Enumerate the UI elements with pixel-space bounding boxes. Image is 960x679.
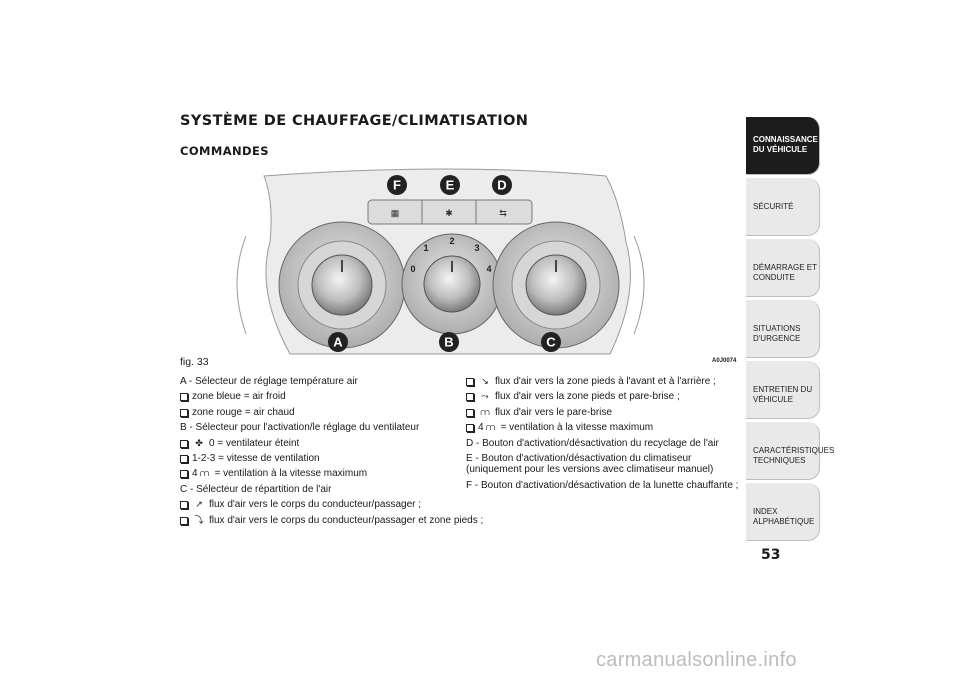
airflow-body-icon: ↗ (195, 499, 203, 510)
callout-e: E (440, 175, 460, 195)
defrost-max-icon: ⩋ (486, 422, 496, 433)
airflow-body-feet-icon: ⤵ (194, 514, 204, 525)
checkbox-bullet-icon (180, 501, 188, 510)
list-item: zone rouge = air chaud (180, 405, 465, 420)
list-item: zone bleue = air froid (180, 389, 465, 404)
fan-speed-label: 0 (410, 264, 415, 274)
checkbox-bullet-icon (180, 393, 188, 402)
heading-b: B - Sélecteur pour l'activation/le régla… (180, 422, 420, 434)
callout-c: C (541, 332, 561, 352)
climate-control-figure: ▦ ✱ ⇆ 0 1 2 3 4 F E D A B C (236, 168, 645, 355)
figure-code: A0J0074 (712, 358, 737, 364)
svg-text:▦: ▦ (391, 208, 400, 218)
tab-securite[interactable]: SÉCURITÉ (746, 178, 820, 236)
fan-speed-label: 1 (423, 243, 428, 253)
right-column: ↘flux d'air vers la zone pieds à l'avant… (466, 374, 738, 493)
callout-f: F (387, 175, 407, 195)
list-item: ✤0 = ventilateur éteint (180, 436, 465, 451)
callout-b: B (439, 332, 459, 352)
fan-icon: ✤ (195, 437, 203, 448)
fan-speed-label: 2 (449, 236, 454, 246)
fan-speed-label: 4 (486, 264, 491, 274)
svg-text:E: E (446, 178, 455, 193)
section-subtitle: COMMANDES (180, 144, 269, 158)
callout-d: D (492, 175, 512, 195)
defrost-max-icon: ⩋ (200, 468, 210, 479)
heading-d: D - Bouton d'activation/désactivation du… (466, 437, 719, 449)
svg-text:D: D (497, 178, 506, 193)
airflow-feet-windshield-icon: ⤳ (481, 391, 489, 402)
heading-c: C - Sélecteur de répartition de l'air (180, 483, 332, 495)
heading-a: A - Sélecteur de réglage température air (180, 376, 358, 387)
list-item: ⤳flux d'air vers la zone pieds et pare-b… (466, 389, 738, 404)
page-number: 53 (761, 547, 781, 563)
list-item: ↘flux d'air vers la zone pieds à l'avant… (466, 374, 738, 389)
windshield-icon: ⩋ (480, 406, 490, 417)
svg-text:B: B (444, 335, 453, 350)
checkbox-bullet-icon (180, 516, 188, 525)
figure-caption: fig. 33 (180, 356, 209, 368)
heading-f: F - Bouton d'activation/désactivation de… (466, 480, 739, 492)
svg-text:⇆: ⇆ (499, 208, 507, 218)
airflow-feet-icon: ↘ (481, 376, 489, 386)
heading-e: E - Bouton d'activation/désactivation du… (466, 453, 714, 476)
list-item: ⩋flux d'air vers le pare-brise (466, 405, 738, 420)
left-column: A - Sélecteur de réglage température air… (180, 374, 483, 528)
checkbox-bullet-icon (466, 424, 474, 433)
checkbox-bullet-icon (466, 408, 474, 417)
list-item: 4⩋= ventilation à la vitesse maximum (180, 466, 465, 481)
fan-speed-label: 3 (474, 243, 479, 253)
checkbox-bullet-icon (180, 470, 188, 479)
list-item: 1-2-3 = vitesse de ventilation (180, 451, 465, 466)
checkbox-bullet-icon (180, 455, 188, 464)
svg-text:✱: ✱ (445, 208, 453, 218)
svg-text:C: C (546, 335, 556, 350)
list-item: ⤵flux d'air vers le corps du conducteur/… (180, 513, 483, 528)
list-item: ↗flux d'air vers le corps du conducteur/… (180, 497, 465, 512)
checkbox-bullet-icon (180, 439, 188, 448)
checkbox-bullet-icon (466, 393, 474, 402)
list-item: 4⩋= ventilation à la vitesse maximum (466, 420, 738, 435)
page-title: SYSTÈME DE CHAUFFAGE/CLIMATISATION (180, 113, 529, 129)
checkbox-bullet-icon (180, 408, 188, 417)
watermark: carmanualsonline.info (596, 649, 797, 671)
callout-a: A (328, 332, 348, 352)
svg-text:A: A (333, 335, 343, 350)
checkbox-bullet-icon (466, 378, 474, 386)
svg-text:F: F (393, 178, 401, 193)
